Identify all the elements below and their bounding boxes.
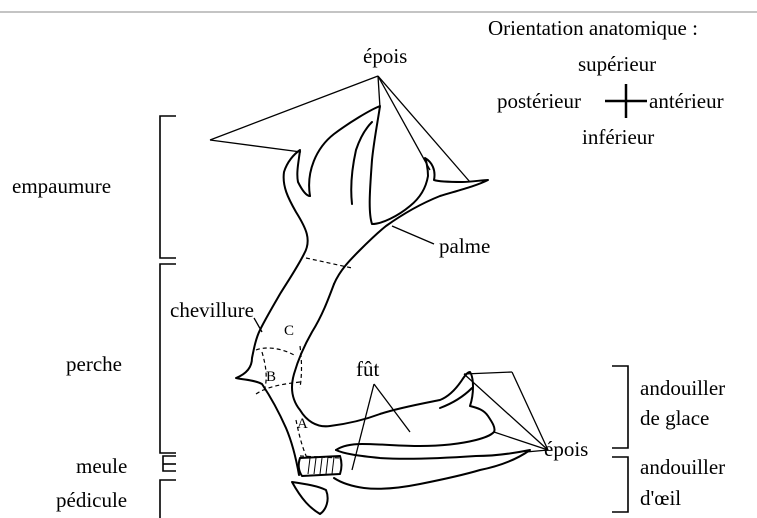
orientation-anterior: antérieur [649,89,724,113]
section-meule: meule [76,454,127,478]
section-andouiller-oeil-2: d'œil [640,486,681,510]
section-pedicule: pédicule [56,488,127,512]
orientation-superior: supérieur [578,52,656,76]
section-perche: perche [66,352,122,376]
palm-notch [351,122,372,204]
beam-right-edge [292,284,495,450]
section-andouiller-oeil-1: andouiller [640,455,725,479]
section-andouiller-glace-2: de glace [640,406,709,430]
leader-palme [392,226,434,244]
bracket-pedicule [160,480,176,518]
label-zone-a: A [297,416,308,432]
orientation-posterior: postérieur [497,89,581,113]
section-andouiller-glace-1: andouiller [640,376,725,400]
orientation-title: Orientation anatomique : [488,16,698,40]
label-epois-top: épois [363,44,407,68]
label-chevillure: chevillure [170,298,254,322]
brow-tine [334,450,530,489]
pedicle [292,482,328,514]
label-zone-b: B [266,369,276,385]
bracket-andouiller-glace [612,366,628,448]
leader-chevillure [254,318,262,332]
bracket-empaumure [160,116,176,258]
orientation-cross-icon [605,84,647,118]
burr-hatching [308,457,334,474]
orientation-inferior: inférieur [582,125,654,149]
label-zone-c: C [284,323,294,339]
antler-outline [236,106,530,514]
label-palme: palme [439,234,490,258]
section-empaumure: empaumure [12,174,111,198]
bracket-perche [160,264,176,453]
label-epois-right: épois [544,437,588,461]
label-fut: fût [356,357,379,381]
bracket-andouiller-oeil [612,457,628,512]
